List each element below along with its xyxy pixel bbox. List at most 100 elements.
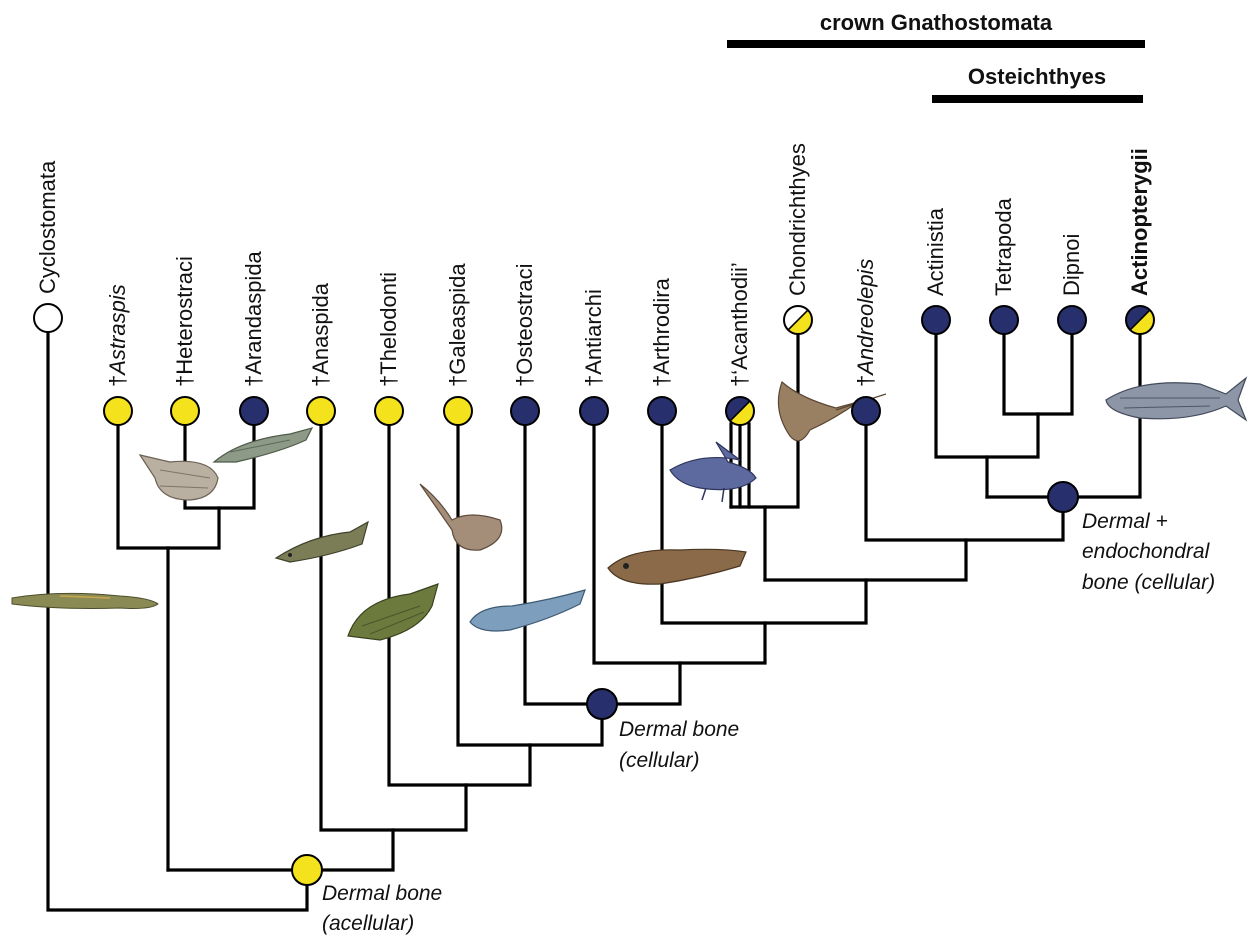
state-circle: [240, 397, 268, 425]
state-circle: [444, 397, 472, 425]
tip-chondrichthyes: Chondrichthyes: [784, 143, 812, 334]
taxon-label: Chondrichthyes: [785, 143, 810, 296]
tip-antiarchi: †Antiarchi: [580, 289, 608, 425]
branch-osteichthyes-total: [765, 540, 966, 580]
taxon-label: †Thelodonti: [376, 272, 401, 387]
taxon-name: Anaspida: [308, 282, 333, 375]
note-endochondral-line3: bone (cellular): [1082, 571, 1215, 594]
taxon-name: Chondrichthyes: [785, 143, 810, 296]
state-circle: [852, 397, 880, 425]
state-circle: [34, 304, 62, 332]
taxon-name: Cyclostomata: [35, 160, 60, 294]
tuna-illustration: [1106, 378, 1246, 420]
crown-gnathostomata-label: crown Gnathostomata: [820, 10, 1053, 35]
tip-actinistia: Actinistia: [922, 207, 950, 334]
state-circle: [648, 397, 676, 425]
taxon-name: ‘Acanthodii’: [727, 262, 752, 375]
tip-galeaspida: †Galeaspida: [444, 263, 472, 425]
taxon-name: Antiarchi: [581, 289, 606, 375]
branch-andreolepis: [866, 424, 1063, 540]
state-circle: [375, 397, 403, 425]
heterostracan-illustration: [140, 455, 218, 500]
taxon-name: Tetrapoda: [991, 197, 1016, 296]
tip-dipnoi: Dipnoi: [1058, 234, 1086, 334]
taxon-name: Galeaspida: [445, 263, 470, 375]
thelodont-illustration: [348, 584, 438, 640]
taxon-label: †Arandaspida: [241, 250, 266, 387]
state-circle: [104, 397, 132, 425]
tip-nodes: Cyclostomata†Astraspis†Heterostraci†Aran…: [34, 143, 1154, 425]
taxon-label: †Antiarchi: [581, 289, 606, 387]
tip-thelodonti: †Thelodonti: [375, 272, 403, 425]
taxon-label: †Andreolepis: [853, 259, 878, 387]
dagger-mark: †: [172, 375, 197, 387]
taxon-label: Dipnoi: [1059, 234, 1084, 296]
taxon-label: Actinistia: [923, 207, 948, 296]
branch-actinistia: [936, 332, 1038, 457]
taxon-label: †Heterostraci: [172, 256, 197, 387]
acanthodian-illustration: [670, 442, 756, 502]
state-circle: [511, 397, 539, 425]
clade-bars: crown Gnathostomata Osteichthyes: [727, 10, 1145, 99]
taxon-label: †Galeaspida: [445, 263, 470, 387]
taxon-name: Thelodonti: [376, 272, 401, 375]
osteichthyes-label: Osteichthyes: [968, 64, 1106, 89]
taxon-name: Actinopterygii: [1127, 148, 1152, 296]
internal-nodes: [292, 482, 1078, 885]
branch-acellular-node: [168, 830, 393, 870]
dagger-mark: †: [105, 375, 130, 387]
taxon-name: Arthrodira: [649, 277, 674, 374]
dagger-mark: †: [308, 375, 333, 387]
tip-anaspida: †Anaspida: [307, 282, 335, 425]
tip-andreolepis: †Andreolepis: [852, 259, 880, 425]
dagger-mark: †: [853, 375, 878, 387]
tip-cyclostomata: Cyclostomata: [34, 160, 62, 332]
galeaspid-illustration: [420, 484, 502, 550]
tip-tetrapoda: Tetrapoda: [990, 197, 1018, 334]
taxon-name: Andreolepis: [853, 259, 878, 377]
tip-acanthodii: †‘Acanthodii’: [726, 262, 754, 425]
tip-astraspis: †Astraspis: [104, 284, 132, 425]
node-cellular-bone: [587, 689, 617, 719]
arandaspid-illustration: [214, 428, 312, 462]
arthrodire-illustration: [608, 549, 746, 584]
taxon-label: †Astraspis: [105, 284, 130, 387]
note-acellular-line1: Dermal bone: [322, 882, 442, 905]
node-acellular-bone: [292, 855, 322, 885]
state-circle: [580, 397, 608, 425]
taxon-label: †Arthrodira: [649, 277, 674, 387]
branch-galeaspida: [458, 424, 602, 745]
tip-heterostraci: †Heterostraci: [171, 256, 199, 425]
state-circle: [1058, 306, 1086, 334]
dagger-mark: †: [649, 375, 674, 387]
note-endochondral-line1: Dermal +: [1082, 510, 1168, 533]
taxon-label: Cyclostomata: [35, 160, 60, 294]
dagger-mark: †: [241, 375, 266, 387]
tip-arthrodira: †Arthrodira: [648, 277, 676, 425]
note-acellular-line2: (acellular): [322, 912, 414, 935]
taxon-name: Heterostraci: [172, 256, 197, 375]
taxon-name: Dipnoi: [1059, 234, 1084, 296]
taxon-label: Tetrapoda: [991, 197, 1016, 296]
tip-actinopterygii: Actinopterygii: [1126, 148, 1154, 334]
node-annotations: Dermal bone (acellular) Dermal bone (cel…: [322, 510, 1215, 935]
dagger-mark: †: [727, 375, 752, 387]
note-cellular-line2: (cellular): [619, 749, 700, 772]
taxon-name: Actinistia: [923, 207, 948, 296]
dagger-mark: †: [512, 375, 537, 387]
dagger-mark: †: [581, 375, 606, 387]
taxon-label: Actinopterygii: [1127, 148, 1152, 296]
dagger-mark: †: [376, 375, 401, 387]
state-circle: [171, 397, 199, 425]
tip-osteostraci: †Osteostraci: [511, 263, 539, 425]
state-circle: [990, 306, 1018, 334]
dagger-mark: †: [445, 375, 470, 387]
branch-rhipidistia: [1004, 332, 1072, 414]
note-cellular-line1: Dermal bone: [619, 718, 739, 741]
taxon-name: Osteostraci: [512, 263, 537, 374]
state-circle: [922, 306, 950, 334]
taxon-label: †Anaspida: [308, 282, 333, 387]
note-endochondral-line2: endochondral: [1082, 540, 1211, 563]
